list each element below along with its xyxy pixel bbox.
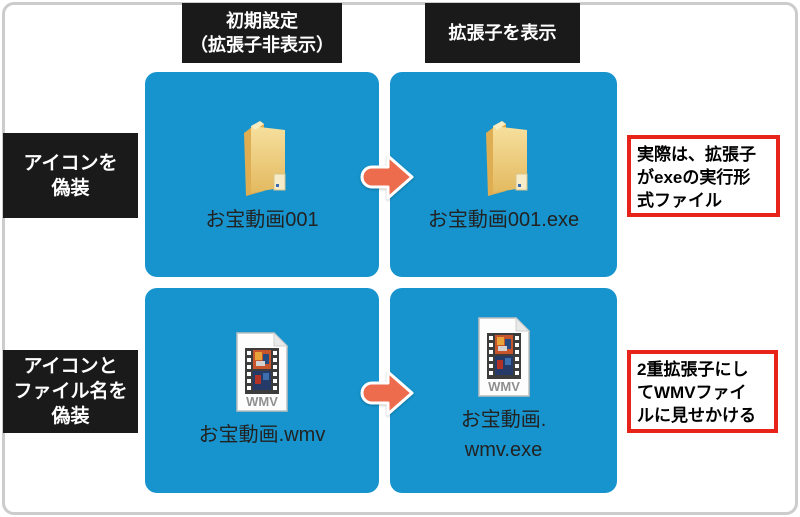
arrow-right-icon [360, 370, 414, 416]
filename-label: お宝動画. wmv.exe [460, 408, 547, 461]
panel-top-right: お宝動画001.exe [390, 72, 617, 277]
row-label-icon-disguise-label: アイコンを 偽装 [23, 152, 118, 199]
wmv-file-icon: WMV [236, 331, 289, 412]
column-header-initial-settings-label: 初期設定 （拡張子非表示） [190, 11, 334, 55]
wmv-icon-text: WMV [488, 379, 520, 394]
column-header-show-extensions: 拡張子を表示 [425, 3, 580, 63]
wmv-file-icon: WMV [477, 316, 530, 397]
row-label-icon-disguise: アイコンを 偽装 [3, 133, 138, 218]
column-header-show-extensions-label: 拡張子を表示 [448, 23, 557, 43]
panel-top-left: お宝動画001 [145, 72, 379, 277]
wmv-icon-text: WMV [246, 394, 278, 409]
folder-icon [244, 120, 286, 196]
filename-label: お宝動画001.exe [427, 208, 580, 231]
row-label-icon-and-filename-disguise-label: アイコンと ファイル名を 偽装 [13, 356, 128, 427]
callout-top: 実際は、拡張子 がexeの実行形 式ファイル [627, 135, 780, 217]
folder-icon [485, 120, 527, 196]
callout-bottom: 2重拡張子にし てWMVファイ ルに見せかける [627, 350, 778, 433]
panel-bottom-left: WMV お宝動画.wmv [145, 288, 379, 493]
filename-label: お宝動画.wmv [198, 423, 326, 446]
arrow-right-icon [360, 154, 414, 200]
row-label-icon-and-filename-disguise: アイコンと ファイル名を 偽装 [3, 350, 138, 433]
filename-label: お宝動画001 [205, 208, 319, 231]
panel-bottom-right: WMV お宝動画. wmv.exe [390, 288, 617, 493]
column-header-initial-settings: 初期設定 （拡張子非表示） [182, 3, 342, 63]
